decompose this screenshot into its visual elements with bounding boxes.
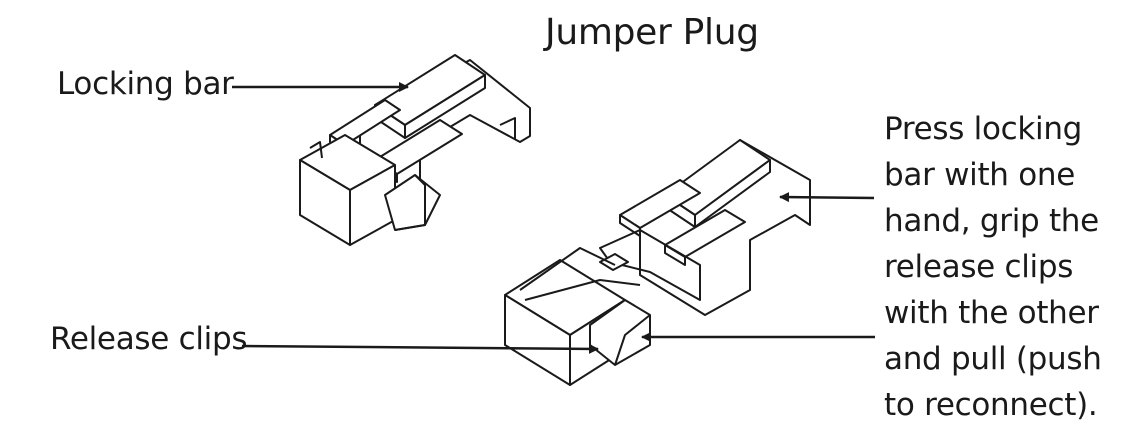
instruction-line: to reconnect). xyxy=(884,387,1098,423)
instruction-line: with the other xyxy=(884,295,1099,331)
instruction-text: Press locking bar with one hand, grip th… xyxy=(884,106,1102,428)
locking-bar-label: Locking bar xyxy=(57,66,234,102)
instruction-line: and pull (push xyxy=(884,341,1102,377)
release-clips-label: Release clips xyxy=(50,321,248,357)
instruction-line: release clips xyxy=(884,249,1074,285)
instruction-line: Press locking xyxy=(884,111,1083,147)
separated-plug-illustration xyxy=(504,139,811,386)
release-clip-arrow-left xyxy=(241,343,599,354)
instruction-line: hand, grip the xyxy=(884,203,1099,239)
leader-arrows xyxy=(232,82,875,354)
instruction-arrow xyxy=(779,192,875,203)
diagram-title: Jumper Plug xyxy=(545,12,759,53)
connected-plug-illustration xyxy=(299,54,531,246)
instruction-line: bar with one xyxy=(884,157,1075,193)
